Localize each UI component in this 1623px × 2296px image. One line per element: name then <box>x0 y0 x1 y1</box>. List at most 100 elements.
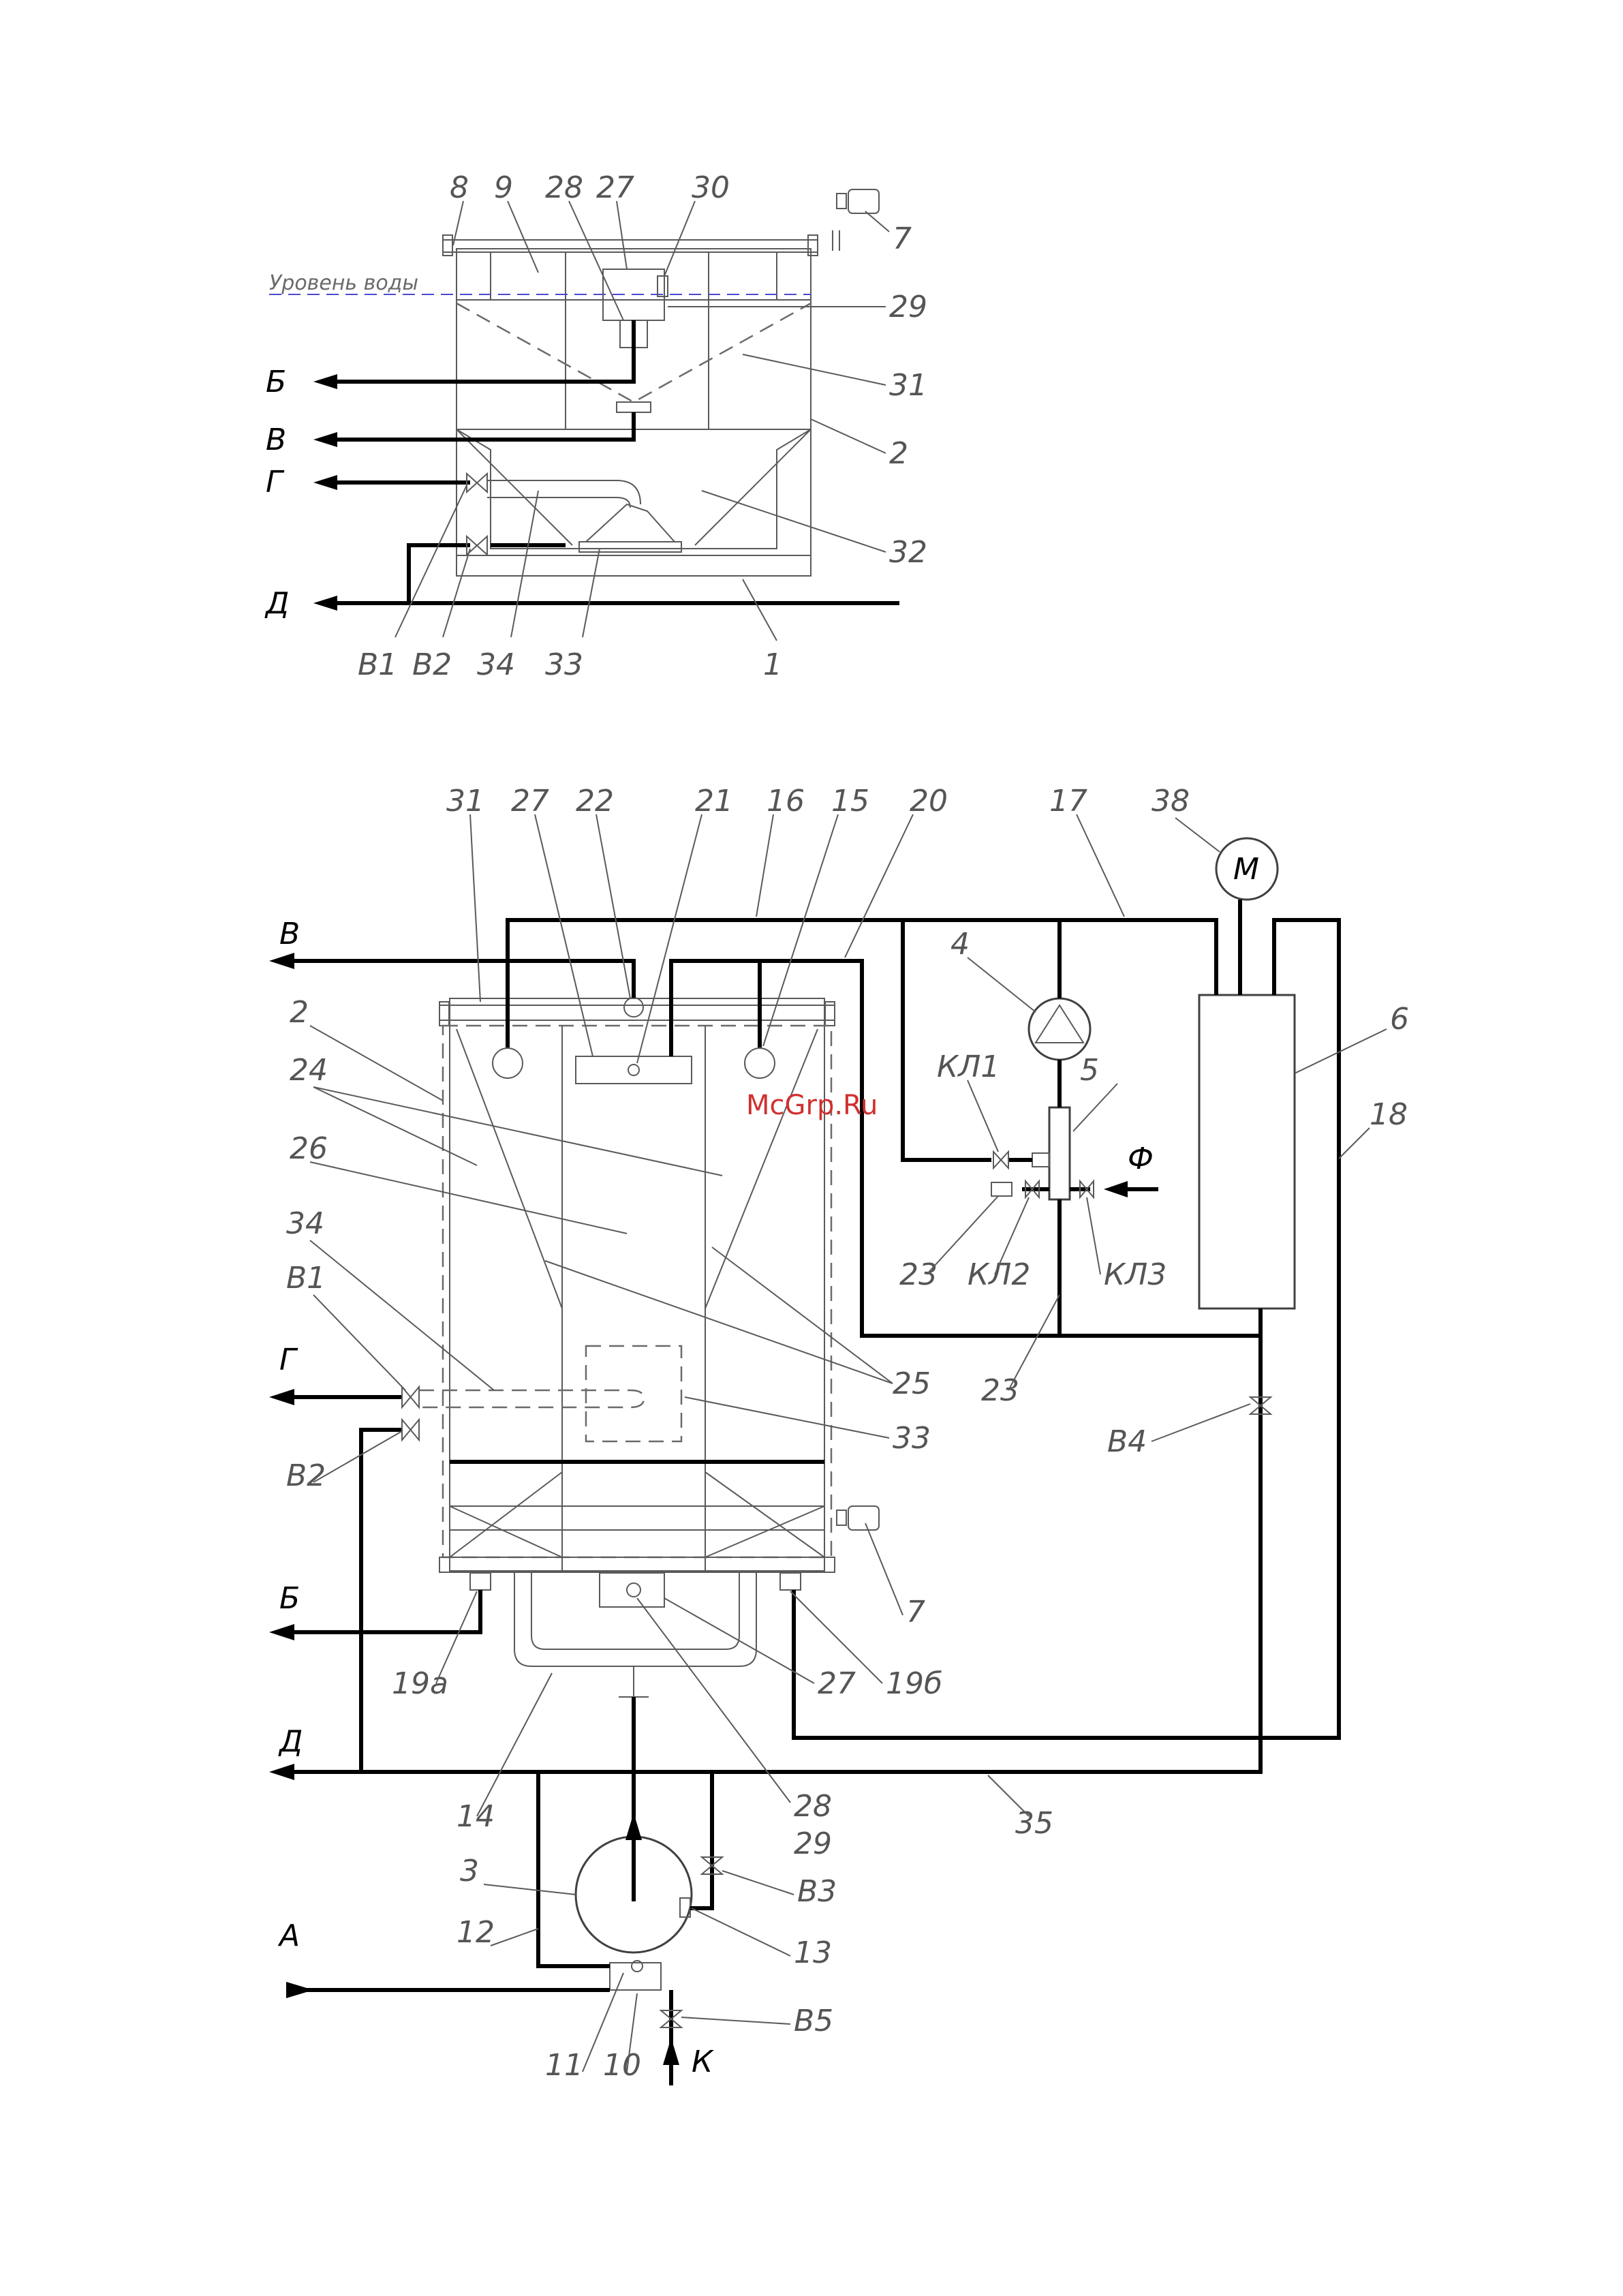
part-label: 12 <box>457 1915 495 1950</box>
part-label: 2 <box>290 995 309 1030</box>
part-label: 31 <box>889 368 927 403</box>
diffuser-33 <box>586 1346 681 1441</box>
label-g: Г <box>266 465 285 500</box>
water-level-label: Уровень воды <box>269 271 418 295</box>
label-b: Б <box>266 365 286 399</box>
part-label: 16 <box>767 784 805 818</box>
part-label: 18 <box>1370 1097 1408 1132</box>
top-view: Уровень воды Б В <box>264 170 927 682</box>
pipe-kl1 <box>903 920 991 1160</box>
part-label: В2 <box>412 647 452 682</box>
bottom-view: М <box>269 784 1409 2085</box>
inlet-f-arrow <box>1104 1181 1128 1197</box>
part-label: 13 <box>794 1935 832 1970</box>
part-label: В1 <box>286 1261 326 1296</box>
part-label: 10 <box>603 2048 641 2083</box>
part-label: 19а <box>392 1666 448 1701</box>
outlet-b-pipe <box>286 1590 480 1632</box>
part-label: 2 <box>889 436 908 471</box>
outlet-v-arrow <box>269 953 294 969</box>
pipe-12 <box>538 1772 610 1966</box>
pipe-35 <box>286 1724 1261 1772</box>
part-label: 27 <box>818 1666 856 1701</box>
part-label: 15 <box>831 784 869 818</box>
part-label: 28 <box>794 1789 832 1824</box>
collector-27 <box>576 1056 692 1084</box>
filter-5 <box>1049 1107 1070 1199</box>
outlet-d-arrow <box>269 1764 294 1780</box>
part-label: 33 <box>893 1421 931 1456</box>
label-v: В <box>266 423 286 457</box>
pipe-20-top <box>671 961 760 1056</box>
label-b: Б <box>279 1581 300 1616</box>
part-label: В2 <box>286 1458 326 1493</box>
part-label: 7 <box>906 1595 925 1629</box>
part-label: 28 <box>545 170 583 205</box>
nozzle-21 <box>628 1065 639 1075</box>
part-label: 17 <box>1049 784 1087 818</box>
part-label: 38 <box>1151 784 1190 818</box>
part-label: 34 <box>286 1206 324 1241</box>
part-label: 34 <box>477 647 515 682</box>
part-label: 7 <box>893 221 912 256</box>
part-label: В1 <box>358 647 397 682</box>
part-label: 5 <box>1080 1053 1099 1088</box>
part-label: 22 <box>576 784 614 818</box>
part-label: 11 <box>545 2048 583 2083</box>
part-label: 26 <box>290 1131 328 1166</box>
funnel-line <box>705 1029 818 1308</box>
drain-box <box>600 1573 664 1607</box>
part-label: 29 <box>889 290 927 324</box>
diffuser-33 <box>586 504 675 542</box>
foot-19b <box>780 1573 801 1590</box>
drain-collector <box>617 402 651 412</box>
inlet-a-arrow <box>286 1982 313 1998</box>
outlet-v-pipe <box>327 412 634 440</box>
nozzle-22 <box>624 998 643 1017</box>
label-d: Д <box>264 586 289 621</box>
label-g: Г <box>279 1343 298 1377</box>
sensor-7-cap <box>837 194 846 209</box>
outlet-b-arrow <box>313 374 337 389</box>
part-label: 24 <box>290 1053 328 1088</box>
cone-line <box>705 1506 824 1557</box>
valve-b2 <box>402 1420 419 1440</box>
part-label: КЛ2 <box>968 1257 1030 1292</box>
sensor-7 <box>848 189 879 213</box>
drain-outlet <box>627 1583 640 1597</box>
outlet-b-arrow <box>269 1624 294 1640</box>
part-label: 14 <box>457 1799 495 1834</box>
pipe-34 <box>419 1390 644 1407</box>
part-label: 3 <box>460 1854 479 1888</box>
label-v: В <box>279 917 300 951</box>
nozzle-left <box>493 1048 523 1078</box>
outlet-g-arrow <box>269 1389 294 1405</box>
outlet-b-pipe <box>327 320 634 382</box>
hopper-right <box>695 429 811 545</box>
unit-6 <box>1199 995 1295 1308</box>
part-label: КЛ3 <box>1104 1257 1166 1292</box>
drain-pan-inner <box>531 1573 739 1649</box>
cone-line <box>450 1472 562 1557</box>
funnel-line <box>457 1029 562 1308</box>
outlet-v-arrow <box>313 432 337 447</box>
part-label: 27 <box>596 170 634 205</box>
part-label: 23 <box>899 1257 938 1292</box>
part-label: 1 <box>763 647 782 682</box>
part-label: 25 <box>893 1366 931 1401</box>
part-label: В4 <box>1107 1424 1147 1459</box>
hopper-left <box>457 429 572 545</box>
watermark: McGrp.Ru <box>746 1090 878 1121</box>
sensor-7-cap <box>837 1510 846 1525</box>
part-label: В5 <box>794 2004 833 2038</box>
filter-5-port <box>1032 1153 1049 1167</box>
lower-chamber-walls <box>457 429 811 549</box>
label-d: Д <box>278 1724 303 1759</box>
outlet-g-arrow <box>313 475 337 490</box>
sensor-23 <box>991 1182 1012 1196</box>
motor-label: М <box>1233 852 1259 887</box>
part-label: 33 <box>545 647 583 682</box>
nozzle-15 <box>745 1048 775 1078</box>
part-label: 29 <box>794 1826 832 1861</box>
